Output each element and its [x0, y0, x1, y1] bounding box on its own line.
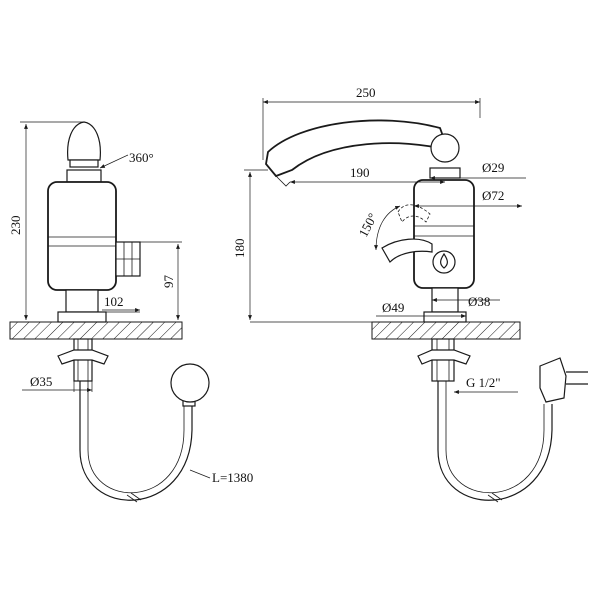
- left-wing-nut: [57, 349, 109, 365]
- dim-thread-label: G 1/2": [466, 375, 501, 390]
- left-countertop: [9, 321, 183, 340]
- dim-97-label: 97: [161, 275, 176, 289]
- left-base-neck: [65, 289, 99, 313]
- dim-d38-label: Ø38: [468, 294, 490, 309]
- right-base-flange: [423, 311, 467, 323]
- dim-230-label: 230: [8, 216, 23, 236]
- right-top-collar: [429, 167, 461, 179]
- left-collar: [66, 169, 102, 183]
- dim-180-label: 180: [232, 239, 247, 259]
- dim-360-label: 360°: [129, 150, 154, 165]
- left-heater-body: [47, 181, 117, 291]
- right-plug: [539, 357, 567, 403]
- left-base-flange: [57, 311, 107, 323]
- dim-250-label: 250: [356, 85, 376, 100]
- left-knob-base: [69, 159, 99, 168]
- dim-150-label: 150°: [355, 211, 380, 240]
- dim-d49-label: Ø49: [382, 300, 404, 315]
- dim-190-label: 190: [350, 165, 370, 180]
- dim-d35-label: Ø35: [30, 374, 52, 389]
- left-cable: [79, 381, 193, 501]
- right-countertop: [371, 321, 521, 340]
- right-lever-ghost: [397, 204, 431, 223]
- water-drop-icon: [432, 250, 456, 274]
- right-wing-nut: [417, 349, 471, 365]
- right-cable: [437, 381, 553, 501]
- right-handle-ball: [430, 133, 460, 163]
- dim-d72-label: Ø72: [482, 188, 504, 203]
- dim-l1380-label: L=1380: [212, 470, 253, 485]
- left-handle-knob: [67, 121, 101, 161]
- dim-d29-label: Ø29: [482, 160, 504, 175]
- left-view: 230 360° 97 102 Ø35 L=1380: [8, 121, 253, 503]
- dim-102-label: 102: [104, 294, 124, 309]
- right-view: 250 190 180 Ø29 Ø72 150° Ø49 Ø38 G 1/2": [232, 85, 588, 503]
- left-plug: [170, 363, 210, 403]
